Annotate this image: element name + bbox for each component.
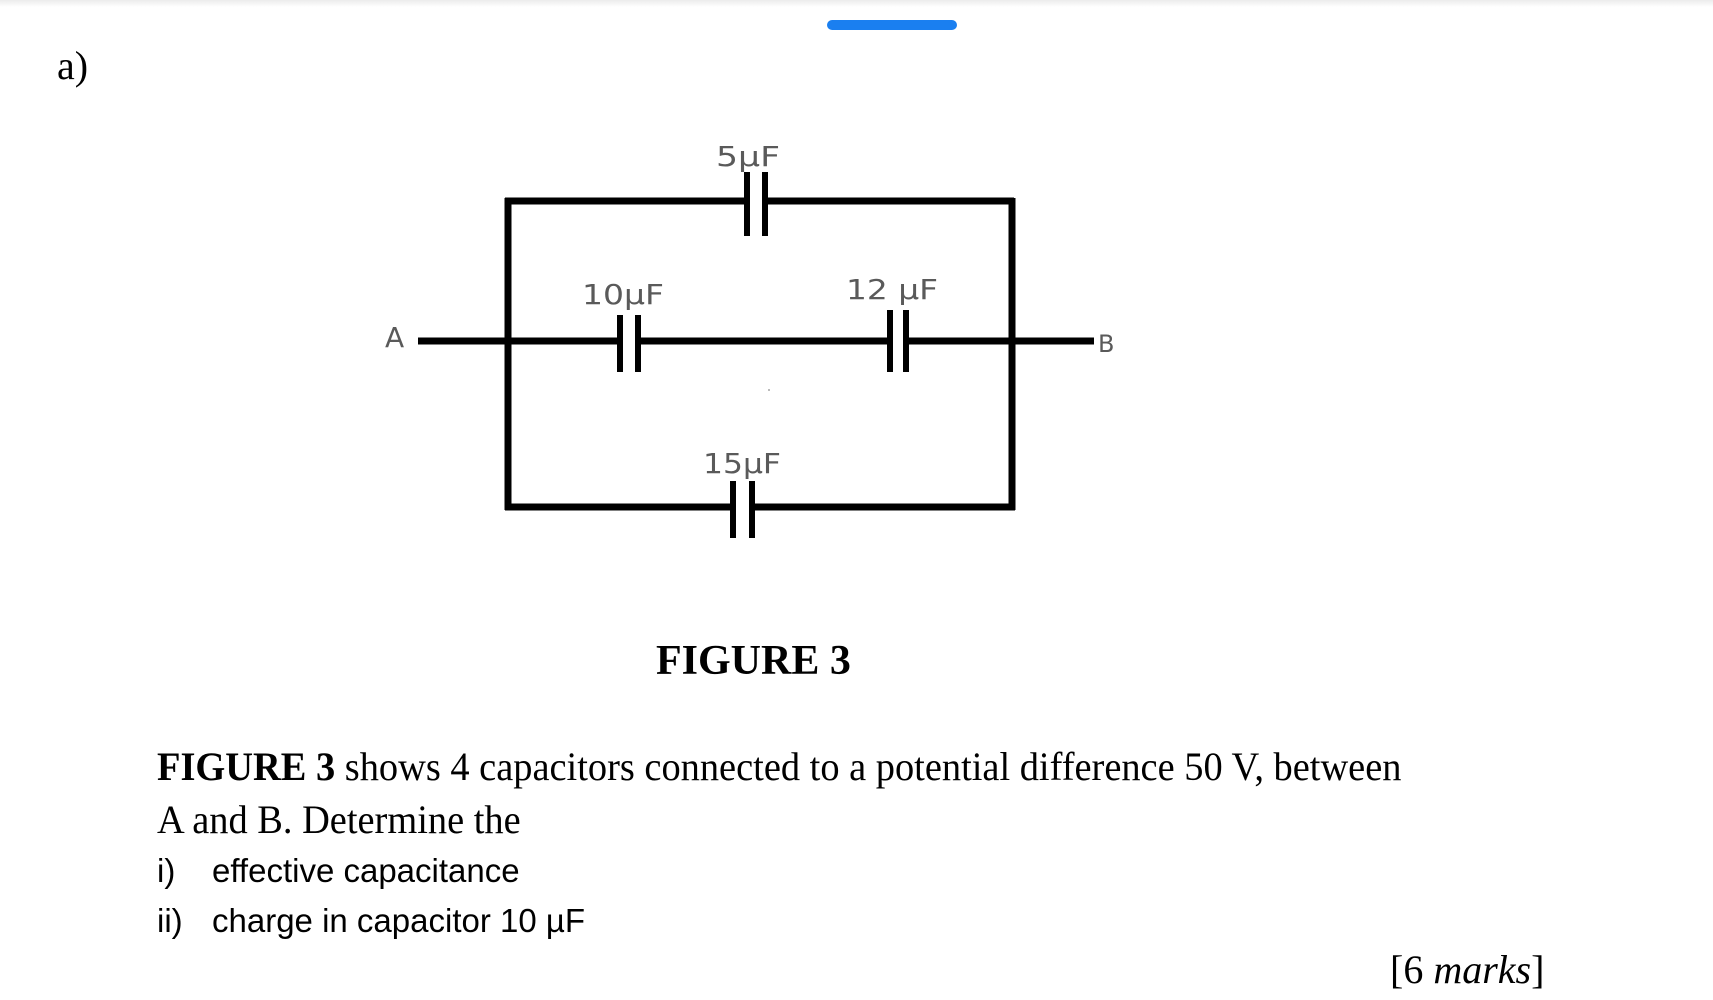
question-stem: FIGURE 3 shows 4 capacitors connected to… (157, 740, 1577, 846)
question-stem-line-2: A and B. Determine the (157, 797, 521, 842)
drag-handle[interactable] (827, 20, 957, 30)
subquestion-marker: ii) (157, 902, 183, 939)
figure-reference: FIGURE 3 (157, 744, 336, 789)
capacitor-15uF-label: 15µF (703, 447, 781, 480)
part-label: a) (57, 43, 89, 88)
node-b-label: B (1098, 330, 1114, 358)
marks-close: ] (1531, 947, 1545, 992)
circuit-diagram: 5µF 10µF 12 µF 15µF A B (385, 140, 1114, 538)
node-a-label: A (385, 321, 404, 354)
question-stem-line-1: FIGURE 3 shows 4 capacitors connected to… (157, 740, 1520, 793)
marks-word: marks (1433, 947, 1532, 992)
top-shadow (0, 0, 1713, 7)
marks-allocation: [6 marks] (1390, 950, 1544, 990)
subquestion-text: charge in capacitor 10 µF (212, 902, 586, 939)
subquestion-item: ii) charge in capacitor 10 µF (157, 896, 585, 946)
question-stem-text: shows 4 capacitors connected to a potent… (335, 744, 1402, 789)
subquestion-text: effective capacitance (212, 852, 520, 889)
capacitor-10uF-label: 10µF (582, 278, 664, 311)
figure-caption: FIGURE 3 (656, 638, 851, 684)
capacitor-5uF-label: 5µF (716, 140, 780, 173)
marks-open: [6 (1390, 947, 1434, 992)
capacitor-12uF-label: 12 µF (846, 273, 938, 306)
subquestion-item: i) effective capacitance (157, 846, 585, 896)
stray-dot (768, 389, 770, 391)
subquestion-list: i) effective capacitance ii) charge in c… (157, 846, 585, 946)
subquestion-marker: i) (157, 852, 176, 889)
